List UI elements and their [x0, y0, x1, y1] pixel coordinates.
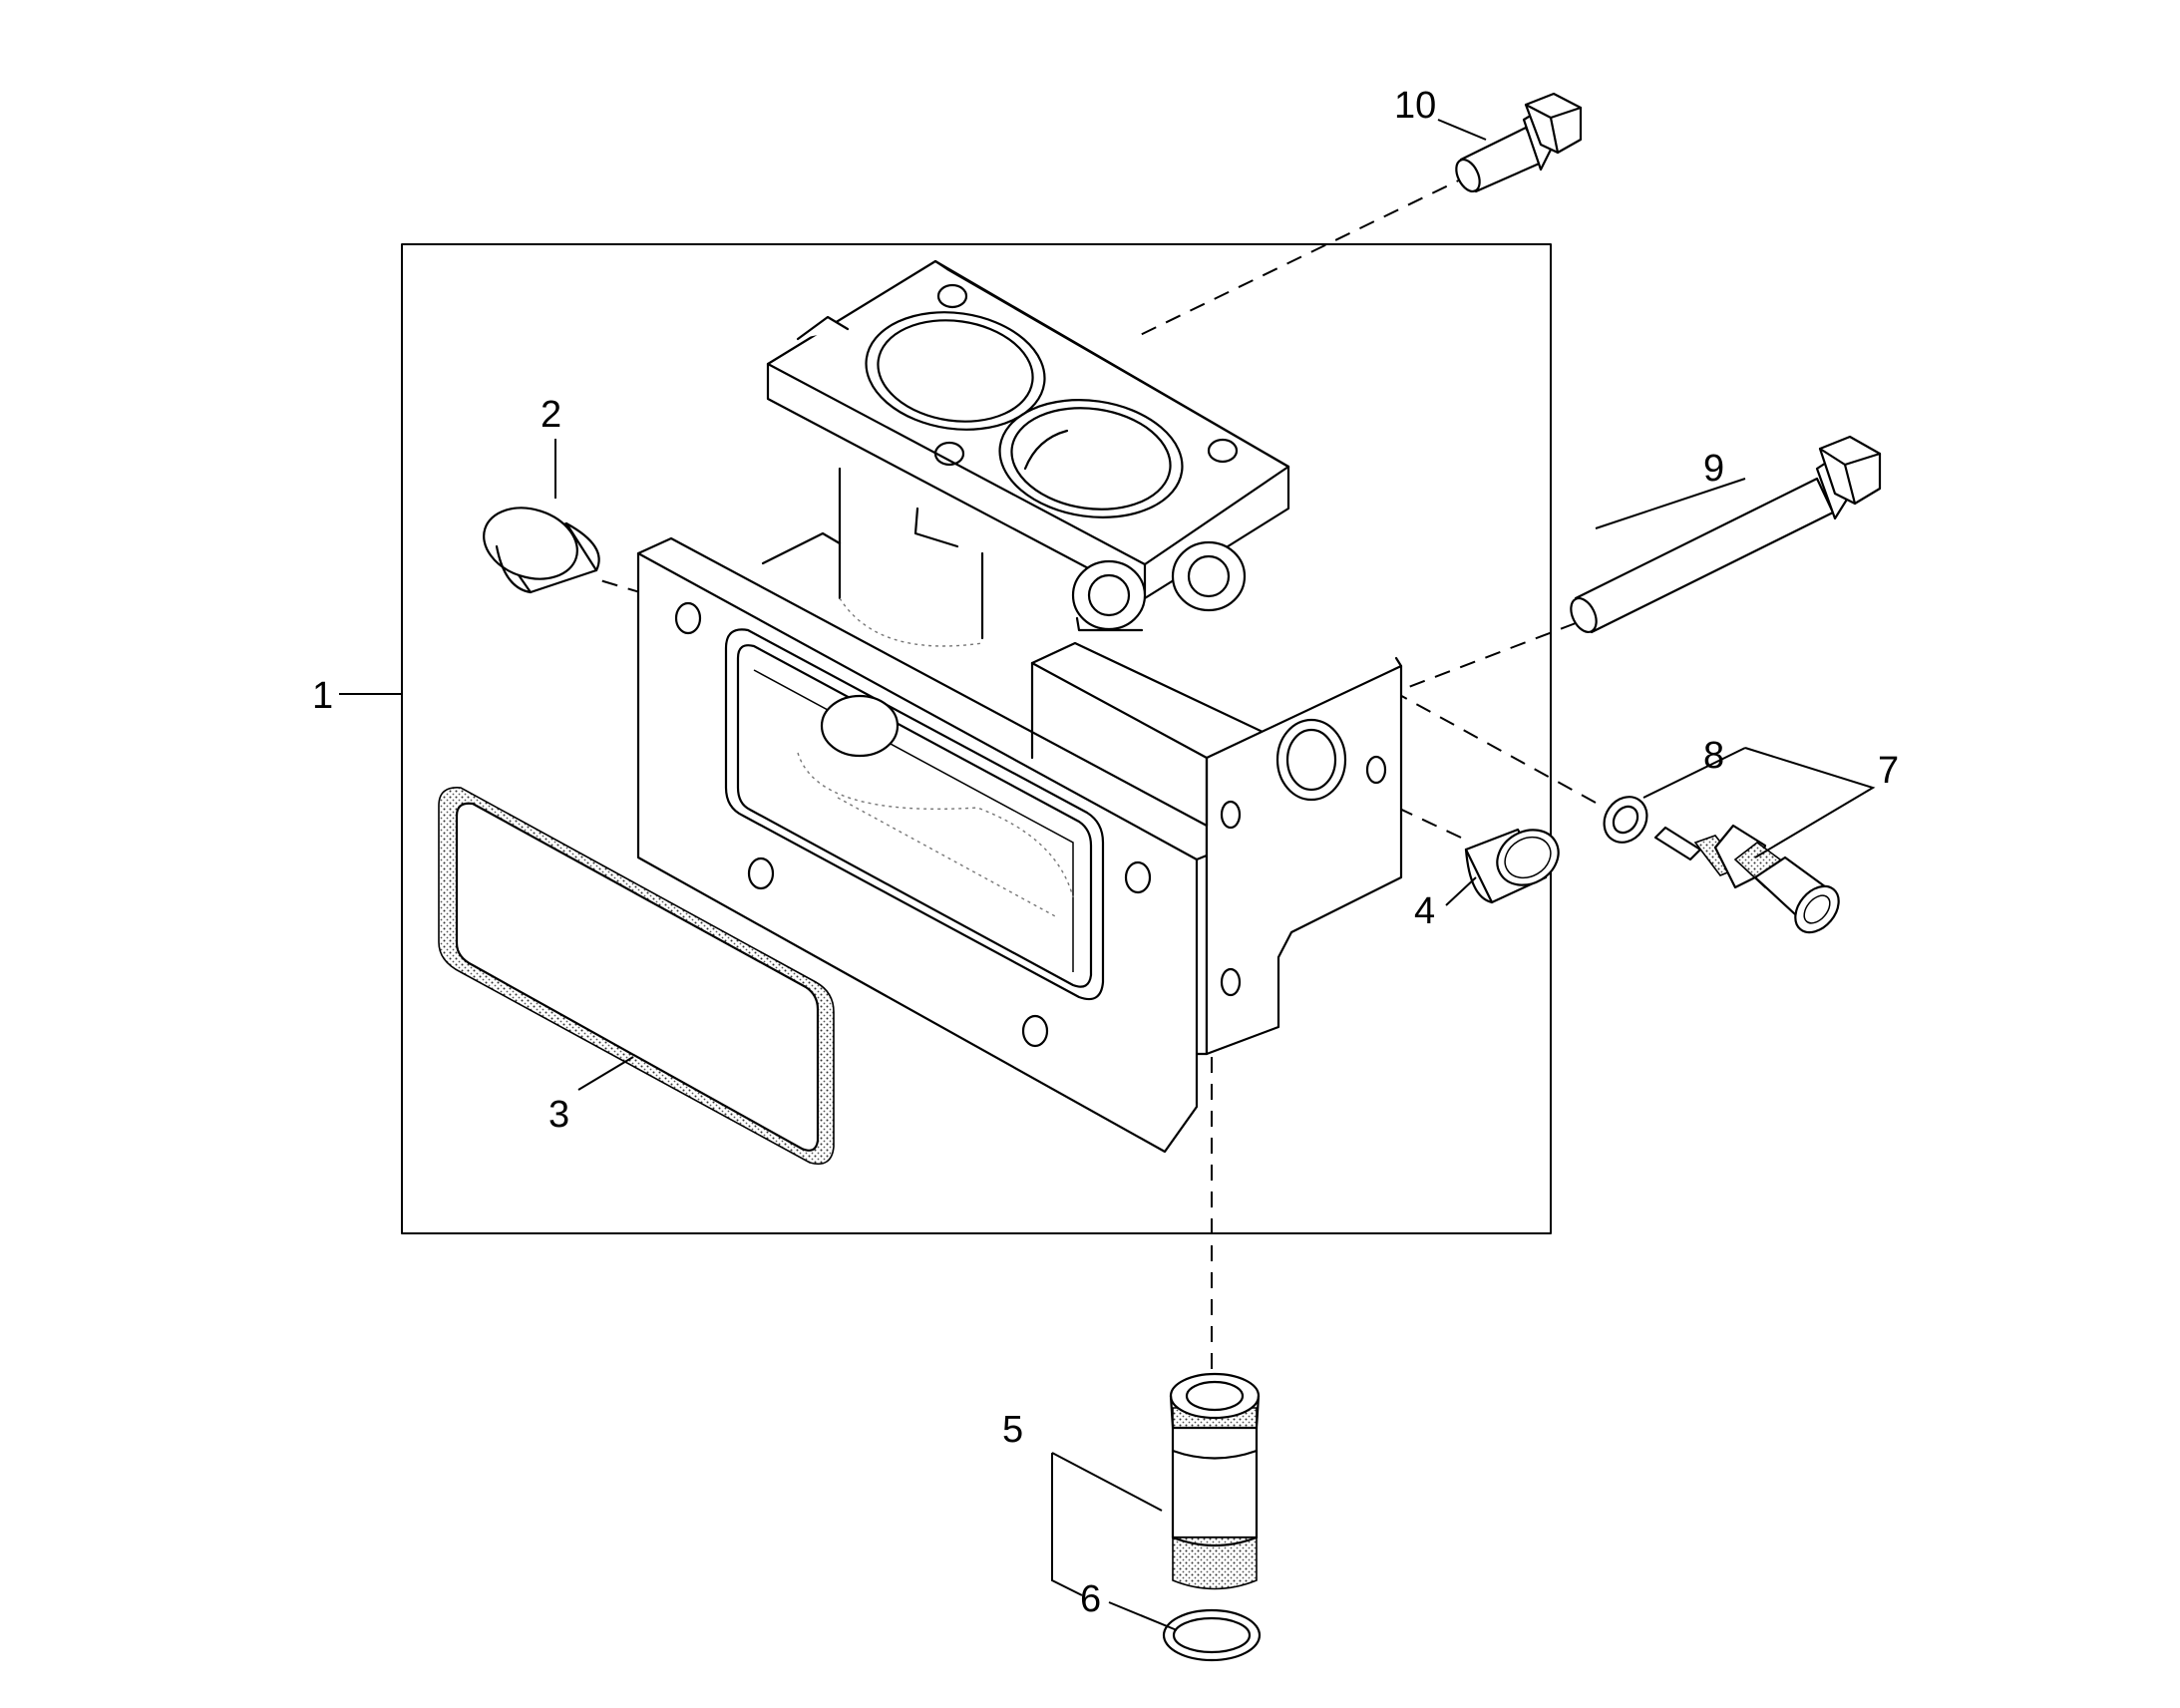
assembly-dashed-lines [592, 173, 1597, 1371]
callout-10: 10 [1394, 85, 1436, 127]
callout-6: 6 [1080, 1578, 1101, 1620]
gasket-part [438, 787, 835, 1166]
callout-7: 7 [1878, 750, 1899, 792]
callout-labels: 1 2 3 4 5 6 7 8 9 10 [312, 85, 1899, 1620]
short-bolt-part [1455, 92, 1583, 193]
callout-2: 2 [541, 394, 561, 436]
callout-1: 1 [312, 675, 333, 717]
callout-9: 9 [1703, 448, 1724, 490]
callout-3: 3 [548, 1094, 569, 1136]
plug-part [483, 507, 600, 594]
callout-8: 8 [1703, 735, 1724, 777]
side-port-opening [1275, 718, 1347, 802]
leader-lines [339, 119, 1876, 1631]
sensor-part [1653, 824, 1840, 934]
callout-5: 5 [1002, 1409, 1023, 1451]
port-upper-opening [865, 311, 1046, 431]
o-ring-part [1162, 1608, 1262, 1662]
callout-4: 4 [1414, 890, 1435, 932]
sealing-washer-part [1603, 796, 1648, 844]
small-plug-part [1464, 828, 1560, 904]
housing-part [636, 259, 1403, 1154]
tube-fitting-part [1169, 1372, 1261, 1590]
assembly-frame [401, 243, 1552, 1234]
port-lower-opening [998, 399, 1184, 518]
long-bolt-part [1570, 435, 1882, 634]
